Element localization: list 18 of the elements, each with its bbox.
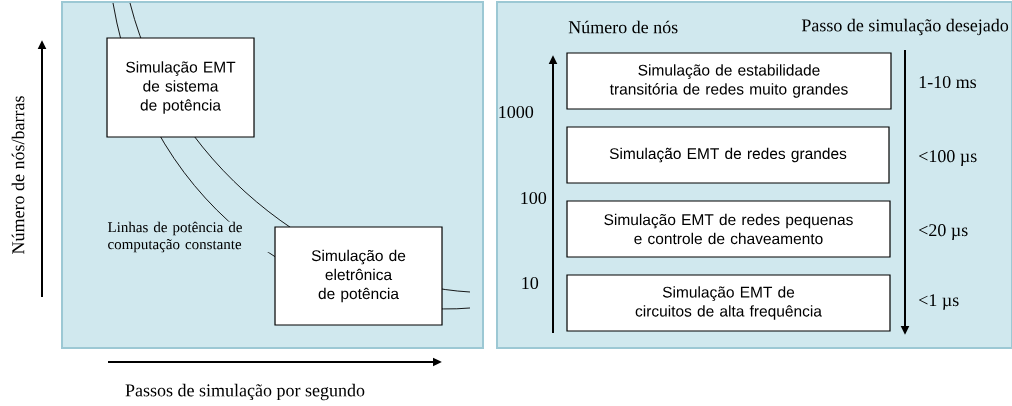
node-count-label: 1000	[499, 105, 534, 119]
process-box: Simulação EMT de circuitos de alta frequência	[566, 274, 891, 332]
axis-label: Passos de simulação por segundo	[125, 383, 365, 401]
process-box: Simulação de estabilidade transitória de redes muito grandes	[566, 52, 892, 110]
time-step-label: 1-10 ms	[919, 75, 977, 89]
process-box: Simulação EMT de redes grandes	[566, 126, 890, 184]
column-heading: Passo de simulação desejado	[801, 18, 1009, 36]
axis-label: Número de nós/barras	[11, 96, 25, 254]
column-heading: Número de nós	[568, 20, 678, 34]
curve-label: Linhas de potência de computação constante	[107, 221, 273, 253]
process-box: Simulação EMT de redes pequenas e controle de chaveamento	[566, 200, 891, 258]
process-box: Simulação de eletrônica de potência	[274, 226, 443, 326]
time-step-label: <100 µs	[919, 150, 977, 166]
process-box: Simulação EMT de sistema de potência	[106, 37, 255, 138]
node-count-label: 100	[521, 191, 547, 205]
node-count-label: 10	[522, 276, 539, 290]
time-step-label: <1 µs	[919, 294, 959, 310]
time-step-label: <20 µs	[919, 224, 968, 240]
